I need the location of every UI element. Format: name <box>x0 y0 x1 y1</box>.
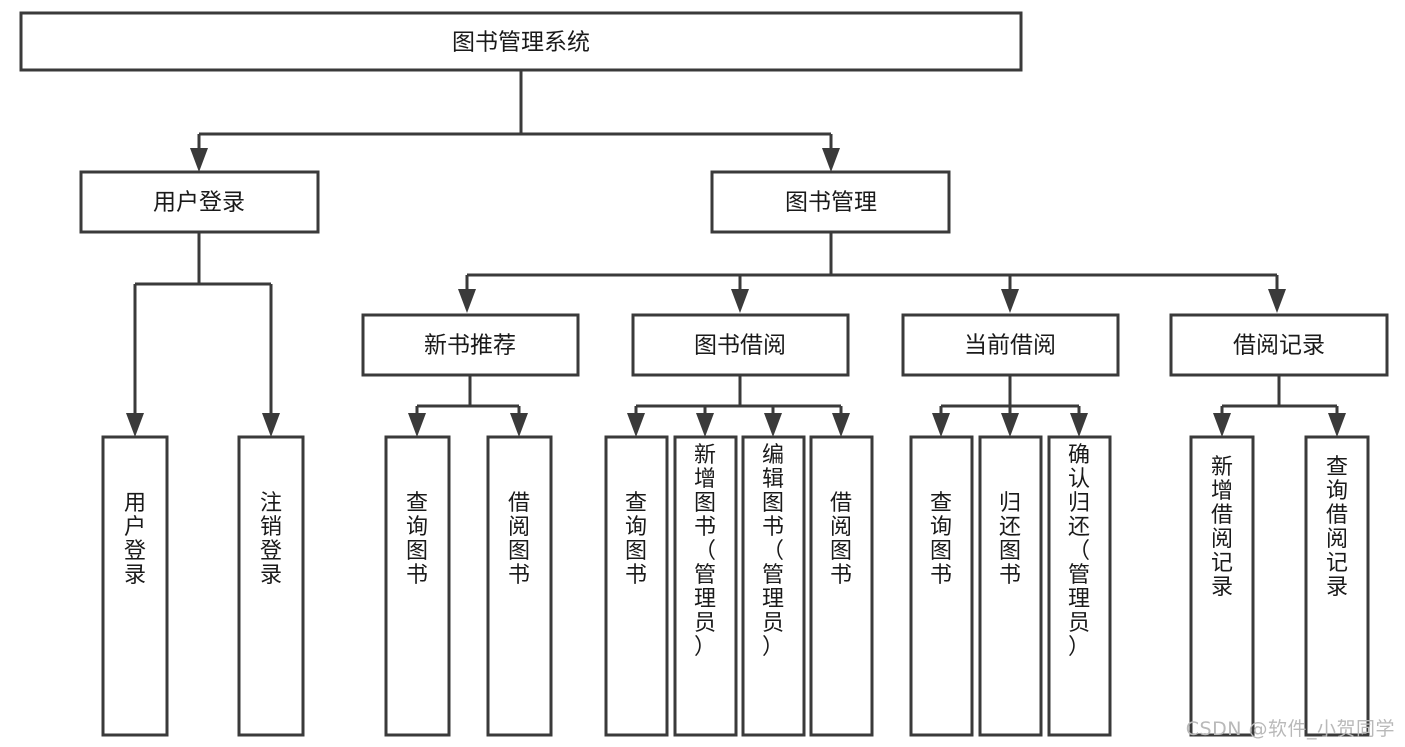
node-borrow[interactable]: 图书借阅 <box>631 313 850 377</box>
node-leaf9-box[interactable] <box>909 435 974 737</box>
node-leaf1-box[interactable] <box>101 435 169 737</box>
node-leaf10-label: 归还图书 <box>999 491 1021 588</box>
node-leaf3-box[interactable] <box>384 435 451 737</box>
node-leaf13-box[interactable] <box>1304 435 1370 737</box>
node-login[interactable]: 用户登录 <box>79 170 320 234</box>
arrow-newbook-to-leaf4 <box>510 413 528 437</box>
node-leaf11[interactable]: 确认归还（管理员） <box>1047 435 1112 737</box>
node-current-box[interactable] <box>901 313 1120 377</box>
edge-records-bus <box>1220 375 1339 420</box>
node-leaf13-label: 查询借阅记录 <box>1326 455 1348 600</box>
node-borrow-label: 图书借阅 <box>694 333 786 359</box>
arrow-newbook-to-leaf3 <box>408 413 426 437</box>
node-leaf4-box[interactable] <box>486 435 553 737</box>
node-root[interactable]: 图书管理系统 <box>19 11 1023 72</box>
arrow-borrow-to-leaf8 <box>832 413 850 437</box>
node-login-label: 用户登录 <box>153 190 245 216</box>
node-leaf8-box[interactable] <box>809 435 874 737</box>
node-root-box[interactable] <box>19 11 1023 72</box>
arrow-records-to-leaf13 <box>1328 413 1346 437</box>
node-leaf13[interactable]: 查询借阅记录 <box>1304 435 1370 737</box>
edge-login-bus <box>133 232 273 420</box>
node-records[interactable]: 借阅记录 <box>1169 313 1389 377</box>
edge-borrow-bus <box>634 375 843 420</box>
node-newbook-box[interactable] <box>361 313 580 377</box>
node-leaf9[interactable]: 查询图书 <box>909 435 974 737</box>
node-leaf6-box[interactable] <box>673 435 738 737</box>
node-leaf4[interactable]: 借阅图书 <box>486 435 553 737</box>
node-leaf4-label: 借阅图书 <box>508 491 530 588</box>
node-bookmgmt-box[interactable] <box>710 170 951 234</box>
node-leaf2[interactable]: 注销登录 <box>237 435 305 737</box>
node-leaf6[interactable]: 新增图书（管理员） <box>673 435 738 737</box>
node-records-label: 借阅记录 <box>1233 333 1325 359</box>
edge-bookmgmt-bus <box>465 232 1279 296</box>
arrow-borrow-to-leaf7 <box>764 413 782 437</box>
node-leaf7-label: 编辑图书（管理员） <box>762 443 784 660</box>
arrow-root-to-bookmgmt <box>822 148 840 172</box>
arrow-bookmgmt-to-records <box>1268 289 1286 313</box>
node-bookmgmt[interactable]: 图书管理 <box>710 170 951 234</box>
node-leaf2-label: 注销登录 <box>260 491 282 588</box>
node-login-box[interactable] <box>79 170 320 234</box>
node-leaf5-box[interactable] <box>604 435 669 737</box>
node-leaf2-box[interactable] <box>237 435 305 737</box>
node-leaf11-box[interactable] <box>1047 435 1112 737</box>
node-records-box[interactable] <box>1169 313 1389 377</box>
node-leaf3[interactable]: 查询图书 <box>384 435 451 737</box>
node-leaf1-label: 用户登录 <box>124 491 146 588</box>
node-borrow-box[interactable] <box>631 313 850 377</box>
arrow-bookmgmt-to-newbook <box>458 289 476 313</box>
arrow-current-to-leaf9 <box>932 413 950 437</box>
edge-root-bus <box>197 70 833 154</box>
arrow-login-to-leaf2 <box>262 413 280 437</box>
arrow-bookmgmt-to-current <box>1001 289 1019 313</box>
node-leaf9-label: 查询图书 <box>930 491 952 588</box>
node-newbook-label: 新书推荐 <box>424 333 516 359</box>
arrow-bookmgmt-to-borrow <box>731 289 749 313</box>
arrow-current-to-leaf11 <box>1070 413 1088 437</box>
arrow-current-to-leaf10 <box>1001 413 1019 437</box>
node-current[interactable]: 当前借阅 <box>901 313 1120 377</box>
node-leaf10[interactable]: 归还图书 <box>978 435 1043 737</box>
node-leaf5-label: 查询图书 <box>625 491 647 588</box>
node-leaf1[interactable]: 用户登录 <box>101 435 169 737</box>
node-leaf12-box[interactable] <box>1189 435 1255 737</box>
node-leaf3-label: 查询图书 <box>406 491 428 588</box>
node-bookmgmt-label: 图书管理 <box>785 190 877 216</box>
node-current-label: 当前借阅 <box>964 333 1056 359</box>
arrow-root-to-login <box>190 148 208 172</box>
node-leaf8-label: 借阅图书 <box>830 491 852 588</box>
node-leaf6-label: 新增图书（管理员） <box>694 443 716 660</box>
node-leaf12-label: 新增借阅记录 <box>1211 455 1233 600</box>
node-leaf12[interactable]: 新增借阅记录 <box>1189 435 1255 737</box>
arrow-records-to-leaf12 <box>1213 413 1231 437</box>
node-leaf11-label: 确认归还（管理员） <box>1068 443 1090 660</box>
node-leaf8[interactable]: 借阅图书 <box>809 435 874 737</box>
arrow-login-to-leaf1 <box>126 413 144 437</box>
edge-newbook-bus <box>415 375 521 420</box>
node-root-label: 图书管理系统 <box>452 30 590 56</box>
node-leaf5[interactable]: 查询图书 <box>604 435 669 737</box>
node-leaf10-box[interactable] <box>978 435 1043 737</box>
arrow-borrow-to-leaf5 <box>627 413 645 437</box>
connectors-layer <box>126 70 1346 437</box>
arrow-borrow-to-leaf6 <box>696 413 714 437</box>
node-newbook[interactable]: 新书推荐 <box>361 313 580 377</box>
node-leaf7[interactable]: 编辑图书（管理员） <box>741 435 806 737</box>
node-leaf7-box[interactable] <box>741 435 806 737</box>
